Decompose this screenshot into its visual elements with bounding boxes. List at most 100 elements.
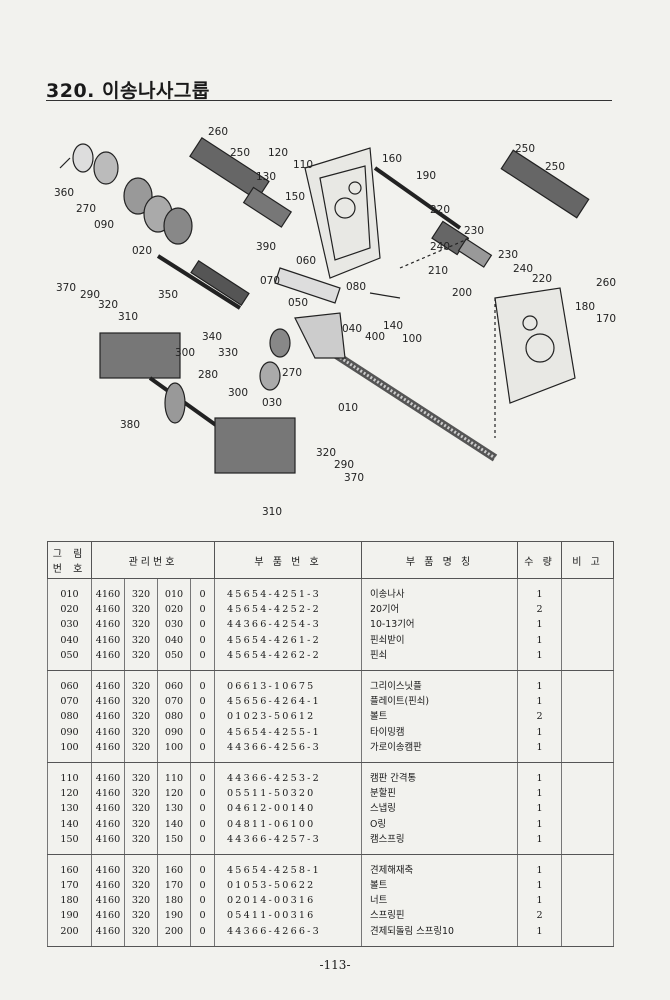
cell-part-name: 분할핀 <box>361 786 518 802</box>
cell-mgmt-a: 4160 <box>91 670 125 695</box>
cell-mgmt-a: 4160 <box>91 908 125 924</box>
cell-mgmt-c: 050 <box>157 647 191 671</box>
cell-part-no: 01023-50612 <box>214 709 362 725</box>
cell-mgmt-b: 320 <box>124 709 158 725</box>
cell-mgmt-c: 040 <box>157 632 191 648</box>
cell-mgmt-a: 4160 <box>91 602 125 618</box>
cell-part-no: 44366-4266-3 <box>214 923 362 947</box>
cell-fig-no: 130 <box>47 801 92 817</box>
svg-text:010: 010 <box>338 402 358 414</box>
cell-mgmt-a: 4160 <box>91 893 125 909</box>
cell-remark <box>561 724 614 740</box>
cell-part-name: 타이밍캠 <box>361 724 518 740</box>
cell-mgmt-c: 010 <box>157 578 191 603</box>
cell-fig-no: 010 <box>47 578 92 603</box>
cell-mgmt-d: 0 <box>190 694 215 710</box>
cell-qty: 1 <box>517 694 562 710</box>
cell-part-name: 견제되돌림 스프링10 <box>361 923 518 947</box>
svg-text:270: 270 <box>282 367 302 379</box>
svg-text:270: 270 <box>76 203 96 215</box>
svg-text:030: 030 <box>262 397 282 409</box>
cell-mgmt-c: 110 <box>157 762 191 787</box>
cell-fig-no: 190 <box>47 908 92 924</box>
cell-fig-no: 180 <box>47 893 92 909</box>
cell-fig-no: 200 <box>47 923 92 947</box>
cell-mgmt-b: 320 <box>124 632 158 648</box>
cell-mgmt-d: 0 <box>190 578 215 603</box>
cell-mgmt-a: 4160 <box>91 632 125 648</box>
cell-remark <box>561 632 614 648</box>
cell-mgmt-d: 0 <box>190 908 215 924</box>
cell-mgmt-a: 4160 <box>91 831 125 855</box>
svg-text:310: 310 <box>262 506 282 518</box>
cell-qty: 1 <box>517 816 562 832</box>
cell-mgmt-c: 140 <box>157 816 191 832</box>
cell-qty: 1 <box>517 786 562 802</box>
svg-text:250: 250 <box>230 147 250 159</box>
svg-text:360: 360 <box>54 187 74 199</box>
cell-part-no: 04811-06100 <box>214 816 362 832</box>
svg-text:380: 380 <box>120 419 140 431</box>
svg-text:330: 330 <box>218 347 238 359</box>
svg-text:390: 390 <box>256 241 276 253</box>
cell-fig-no: 090 <box>47 724 92 740</box>
header-qty: 수 량 <box>517 541 562 579</box>
svg-text:170: 170 <box>596 313 616 325</box>
cell-mgmt-b: 320 <box>124 801 158 817</box>
svg-text:160: 160 <box>382 153 402 165</box>
cell-part-no: 45654-4258-1 <box>214 854 362 878</box>
cell-part-name: 스프링핀 <box>361 908 518 924</box>
cell-mgmt-a: 4160 <box>91 854 125 878</box>
cell-mgmt-d: 0 <box>190 878 215 894</box>
cell-mgmt-b: 320 <box>124 786 158 802</box>
cell-qty: 1 <box>517 831 562 855</box>
cell-remark <box>561 854 614 878</box>
cell-mgmt-c: 200 <box>157 923 191 947</box>
cell-mgmt-c: 080 <box>157 709 191 725</box>
cell-mgmt-d: 0 <box>190 617 215 633</box>
cell-mgmt-b: 320 <box>124 670 158 695</box>
cell-fig-no: 120 <box>47 786 92 802</box>
cell-mgmt-c: 180 <box>157 893 191 909</box>
cell-mgmt-c: 030 <box>157 617 191 633</box>
cell-mgmt-b: 320 <box>124 893 158 909</box>
cell-remark <box>561 878 614 894</box>
cell-fig-no: 060 <box>47 670 92 695</box>
cell-qty: 1 <box>517 923 562 947</box>
cell-remark <box>561 831 614 855</box>
svg-text:310: 310 <box>118 311 138 323</box>
svg-text:190: 190 <box>416 170 436 182</box>
cell-part-no: 44366-4253-2 <box>214 762 362 787</box>
cell-remark <box>561 816 614 832</box>
cell-qty: 1 <box>517 878 562 894</box>
cell-part-no: 01053-50622 <box>214 878 362 894</box>
cell-remark <box>561 801 614 817</box>
cell-fig-no: 160 <box>47 854 92 878</box>
cell-remark <box>561 670 614 695</box>
cell-mgmt-a: 4160 <box>91 816 125 832</box>
svg-text:240: 240 <box>513 263 533 275</box>
cell-remark <box>561 694 614 710</box>
cell-part-name: 견제해재축 <box>361 854 518 878</box>
svg-text:370: 370 <box>56 282 76 294</box>
bearing-part <box>72 143 94 173</box>
page-number: -113- <box>319 958 351 972</box>
cell-qty: 1 <box>517 724 562 740</box>
cell-part-name: 볼트 <box>361 709 518 725</box>
cell-remark <box>561 602 614 618</box>
cell-fig-no: 070 <box>47 694 92 710</box>
cell-part-no: 45654-4261-2 <box>214 632 362 648</box>
cell-qty: 1 <box>517 893 562 909</box>
cell-part-no: 05511-50320 <box>214 786 362 802</box>
